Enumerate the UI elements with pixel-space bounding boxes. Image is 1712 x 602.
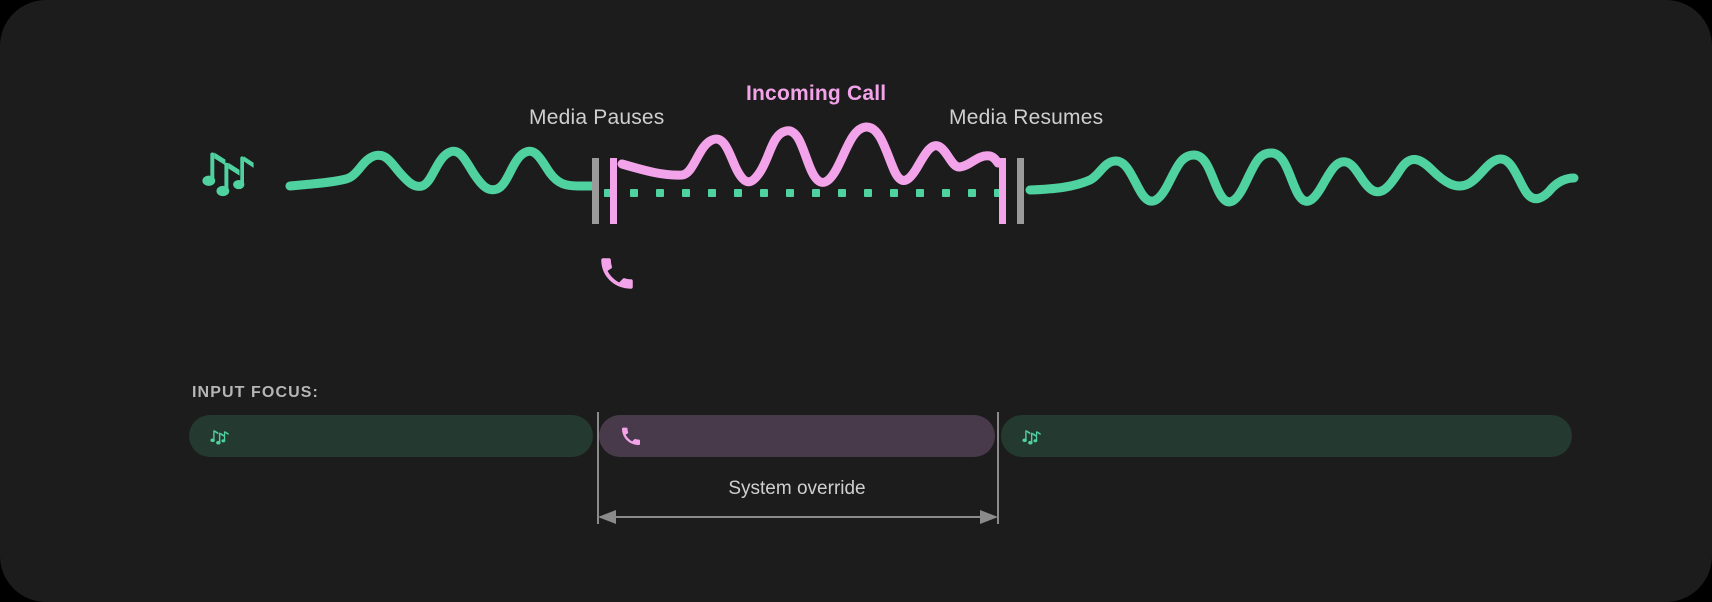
media-waveform-before — [285, 146, 597, 195]
call-waveform — [617, 122, 1003, 187]
media-waveform-after — [1025, 148, 1579, 207]
span-bracket-left — [597, 412, 599, 524]
double-headed-arrow-icon — [598, 510, 998, 524]
label-media-pauses: Media Pauses — [529, 106, 665, 129]
lane-media-after[interactable] — [1001, 415, 1572, 457]
music-notes-icon — [202, 152, 254, 197]
span-bracket-right — [997, 412, 999, 524]
phone-handset-icon — [601, 258, 633, 289]
music-notes-icon — [209, 426, 231, 446]
pause-marker-media-icon — [592, 158, 599, 224]
media-ducked-dotted-track — [604, 189, 1002, 197]
lane-call[interactable] — [599, 415, 995, 457]
phone-handset-icon — [619, 424, 643, 448]
resume-marker-media-icon — [1017, 158, 1024, 224]
music-notes-icon — [1021, 426, 1043, 446]
timeline-visualization — [202, 122, 1579, 224]
system-override-label: System override — [728, 478, 866, 499]
resume-marker-call-icon — [999, 158, 1006, 224]
pause-marker-call-icon — [610, 158, 617, 224]
label-incoming-call: Incoming Call — [746, 82, 887, 105]
lane-media-before[interactable] — [189, 415, 593, 457]
input-focus-title: INPUT FOCUS: — [192, 384, 319, 401]
label-media-resumes: Media Resumes — [949, 106, 1104, 129]
